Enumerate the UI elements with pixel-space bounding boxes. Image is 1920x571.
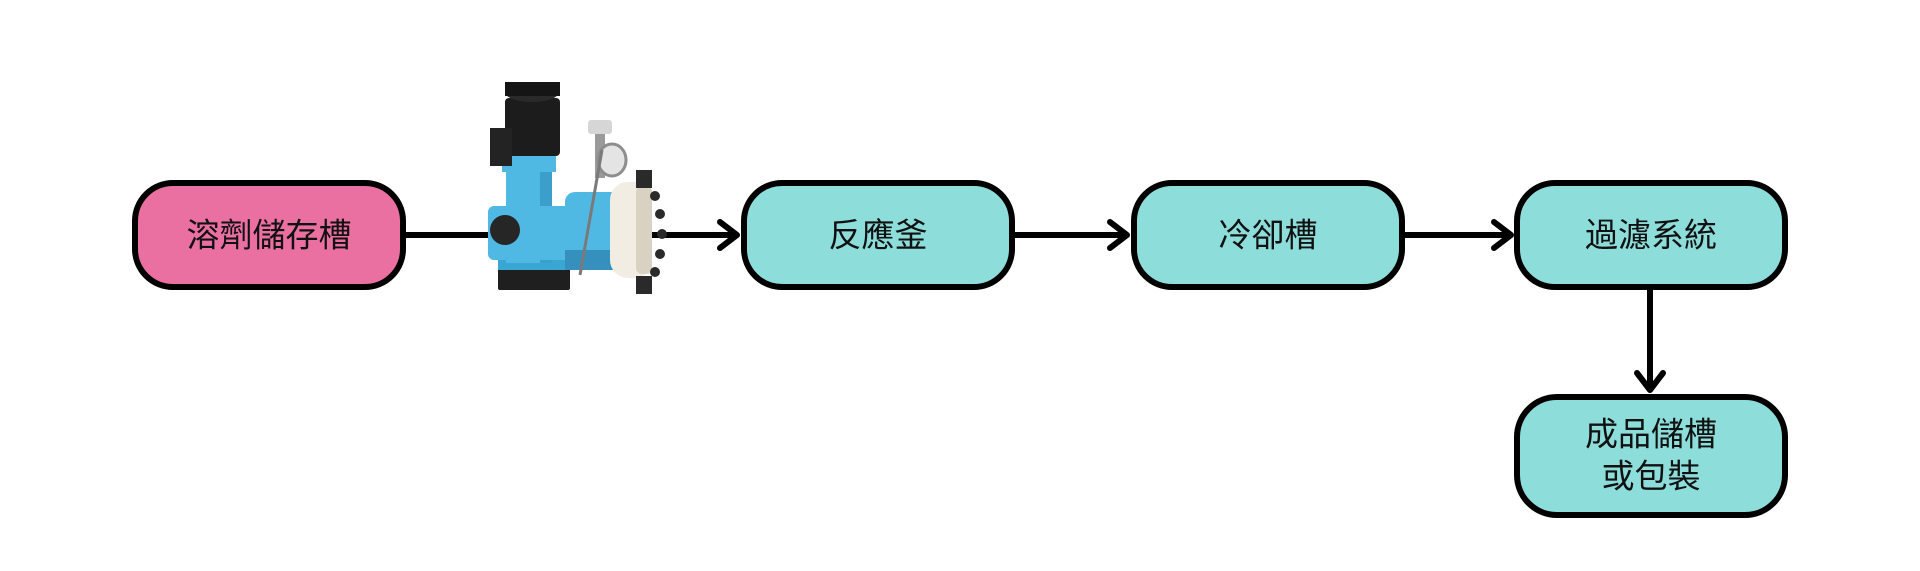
arrowhead-cooling — [1107, 219, 1130, 251]
arrowhead-filtration — [1491, 219, 1514, 251]
pump-bolt — [657, 229, 667, 239]
diaphragm-metering-pump-icon — [488, 82, 667, 294]
pump-gauge — [596, 142, 628, 178]
node-cooling-tank: 冷卻槽 — [1131, 180, 1405, 290]
pump-base — [498, 268, 570, 290]
arrowhead-product — [1634, 370, 1666, 393]
pump-motor-cap — [505, 82, 560, 96]
arrowhead-reactor — [717, 219, 740, 251]
pump-side-port — [490, 215, 520, 245]
pump-rod — [578, 149, 604, 276]
solvent-tank-box — [132, 180, 406, 290]
pump-valve-bottom — [636, 276, 652, 294]
pump-valve-top — [636, 170, 652, 188]
product-storage-label-line1: 成品儲槽 — [1585, 415, 1717, 454]
filtration-system-box — [1514, 180, 1788, 290]
reactor-label: 反應釜 — [829, 216, 928, 255]
product-storage-label-line2: 或包裝 — [1602, 457, 1701, 496]
pump-bolt — [655, 209, 665, 219]
pump-motor — [505, 98, 560, 156]
product-storage-box — [1514, 394, 1788, 518]
node-filtration-system: 過濾系統 — [1514, 180, 1788, 290]
pump-head-shade — [636, 186, 652, 274]
filtration-system-label: 過濾系統 — [1585, 216, 1717, 255]
reactor-box — [741, 180, 1015, 290]
solvent-tank-label: 溶劑儲存槽 — [187, 216, 352, 255]
pump-bolt — [650, 267, 660, 277]
cooling-tank-label: 冷卻槽 — [1219, 216, 1318, 255]
pump-adjust-cap — [588, 120, 612, 134]
node-reactor: 反應釜 — [741, 180, 1015, 290]
node-product-storage: 成品儲槽 或包裝 — [1514, 394, 1788, 518]
cooling-tank-box — [1131, 180, 1405, 290]
node-solvent-tank: 溶劑儲存槽 — [132, 180, 406, 290]
pump-bolt — [650, 191, 660, 201]
pump-bolt — [655, 249, 665, 259]
pump-motor-terminal — [490, 128, 512, 166]
